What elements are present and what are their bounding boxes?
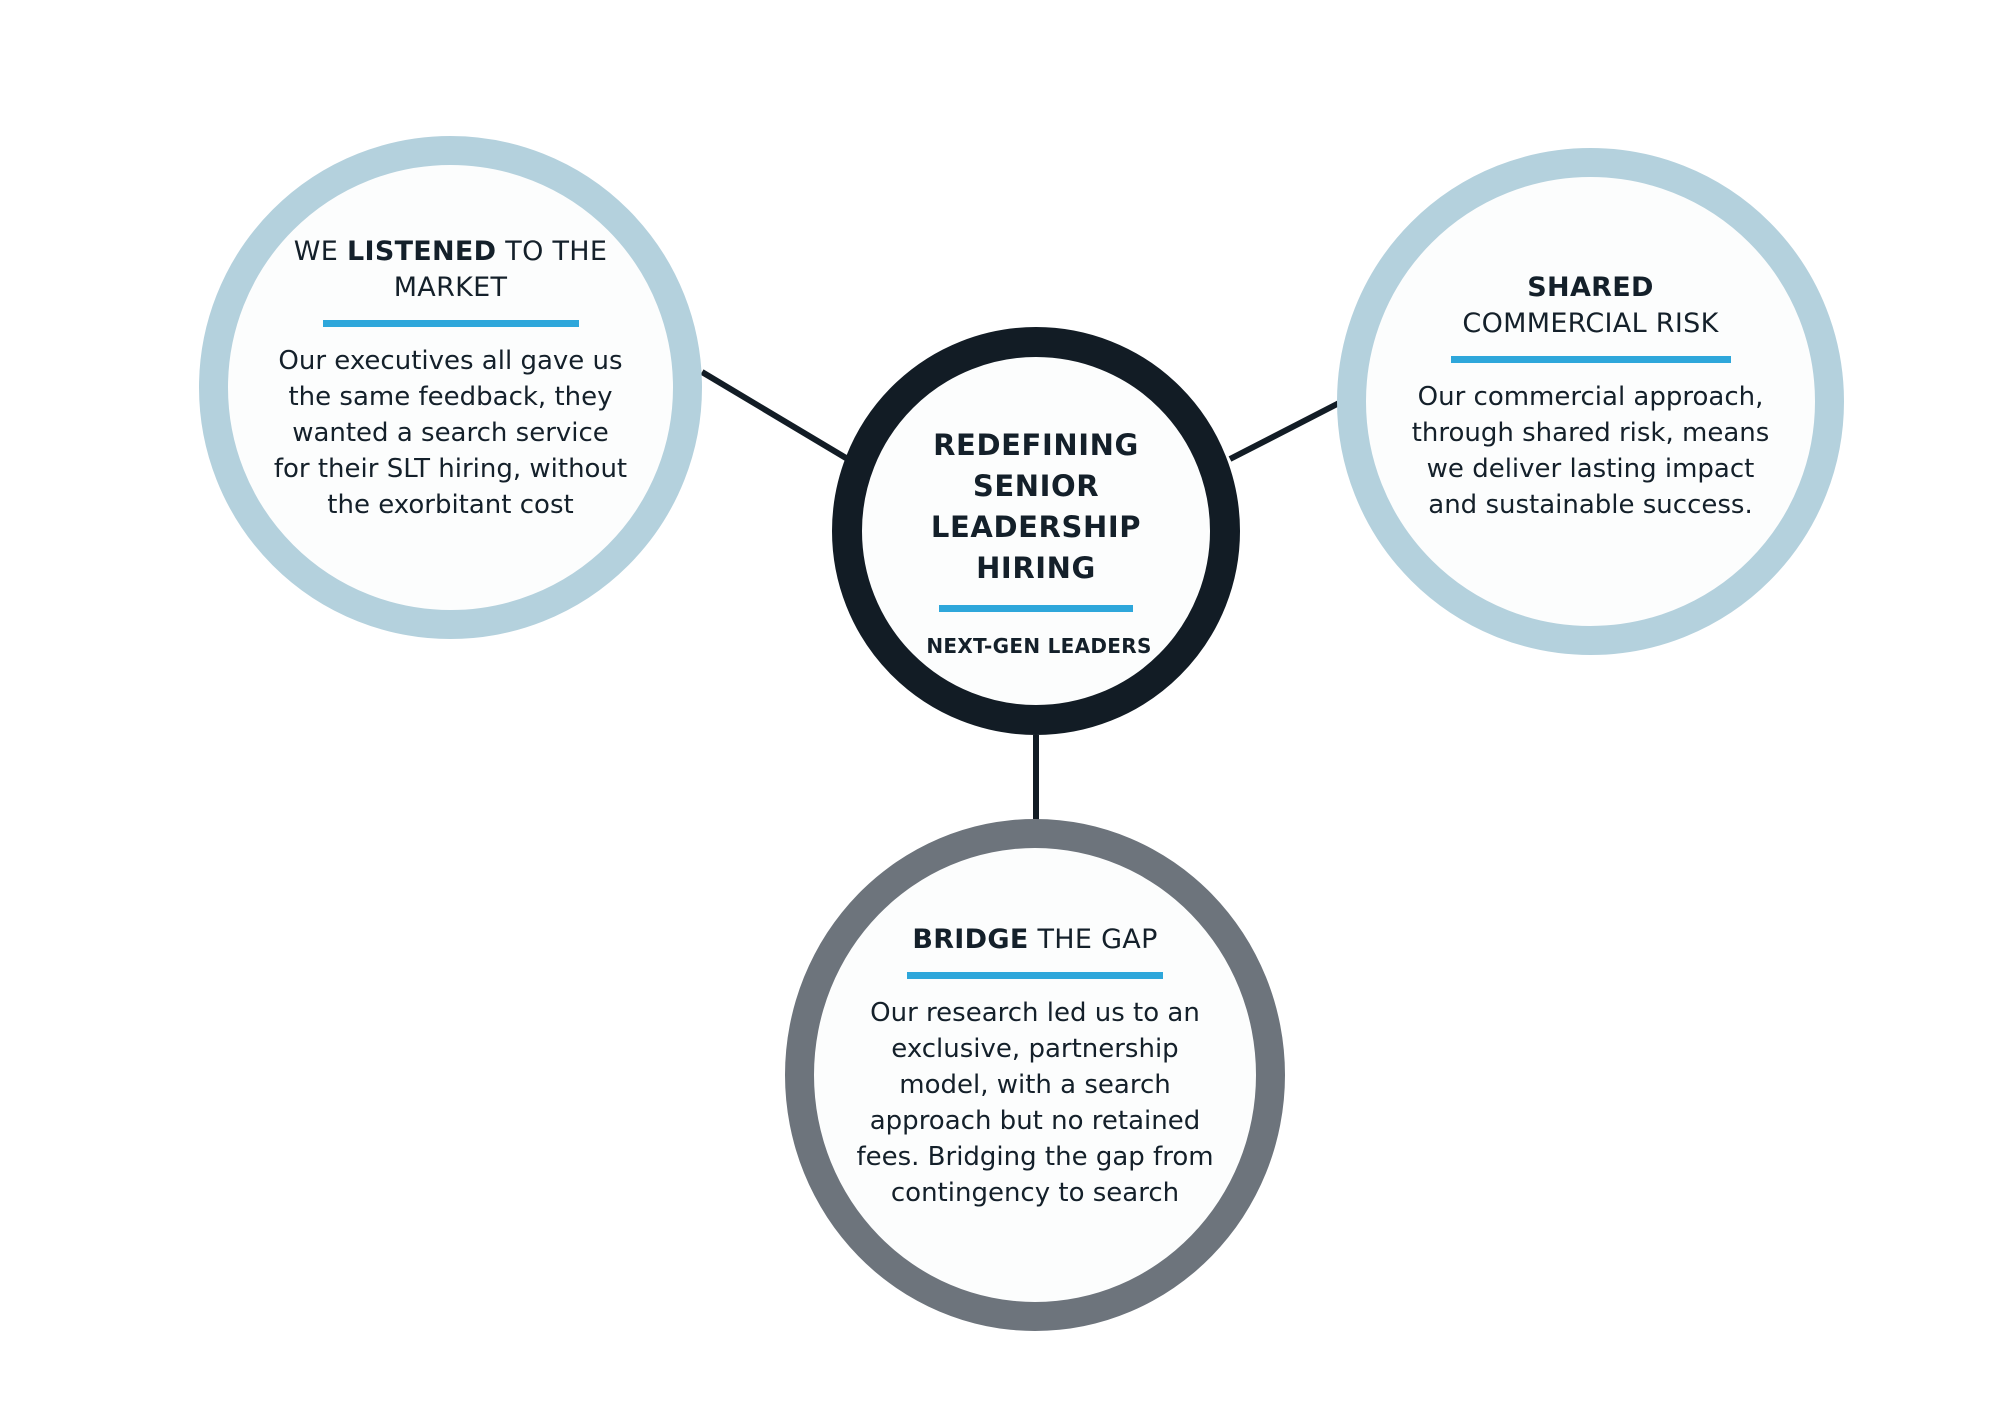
- circle-listened-content: WE LISTENED TO THE MARKET Our executives…: [271, 234, 631, 523]
- center-title-line: LEADERSHIP: [930, 509, 1142, 544]
- circle-bridge-gap: BRIDGE THE GAP Our research led us to an…: [785, 819, 1285, 1331]
- circle-bridge-gap-body: Our research led us to an exclusive, par…: [856, 997, 1214, 1208]
- center-title-line: REDEFINING: [933, 427, 1139, 462]
- heading-suffix: THE GAP: [1028, 923, 1158, 955]
- accent-rule: [907, 971, 1163, 979]
- center-title-line: SENIOR: [972, 468, 1100, 503]
- center-hub: REDEFINING SENIOR LEADERSHIP HIRING NEXT…: [832, 327, 1240, 735]
- heading-bold: LISTENED: [346, 236, 497, 267]
- accent-rule: [939, 604, 1133, 612]
- circle-listened-heading: WE LISTENED TO THE MARKET: [271, 234, 631, 306]
- circle-shared-risk: SHARED COMMERCIAL RISK Our commercial app…: [1337, 148, 1844, 655]
- center-subtitle: NEXT-GEN LEADERS: [926, 633, 1152, 658]
- circle-shared-risk-heading: SHARED COMMERCIAL RISK: [1411, 270, 1771, 342]
- heading-bold: BRIDGE: [912, 923, 1029, 955]
- connector-right: [1228, 399, 1343, 462]
- circle-shared-risk-content: SHARED COMMERCIAL RISK Our commercial app…: [1411, 270, 1771, 523]
- circle-shared-risk-body: Our commercial approach, through shared …: [1411, 382, 1770, 520]
- circle-bridge-gap-heading: BRIDGE THE GAP: [855, 922, 1215, 958]
- heading-bold: SHARED: [1527, 272, 1654, 303]
- heading-suffix: TO THE MARKET: [393, 236, 608, 303]
- circle-bridge-gap-content: BRIDGE THE GAP Our research led us to an…: [855, 922, 1215, 1211]
- accent-rule: [322, 320, 579, 327]
- circle-listened: WE LISTENED TO THE MARKET Our executives…: [199, 136, 702, 639]
- heading-suffix: COMMERCIAL RISK: [1462, 308, 1719, 339]
- heading-prefix: WE: [293, 236, 347, 267]
- center-title: REDEFINING SENIOR LEADERSHIP HIRING: [886, 425, 1186, 589]
- connector-left: [700, 369, 853, 464]
- center-hub-content: REDEFINING SENIOR LEADERSHIP HIRING NEXT…: [886, 425, 1186, 658]
- center-title-line: HIRING: [976, 550, 1096, 585]
- accent-rule: [1450, 356, 1731, 363]
- circle-listened-body: Our executives all gave us the same feed…: [273, 346, 628, 520]
